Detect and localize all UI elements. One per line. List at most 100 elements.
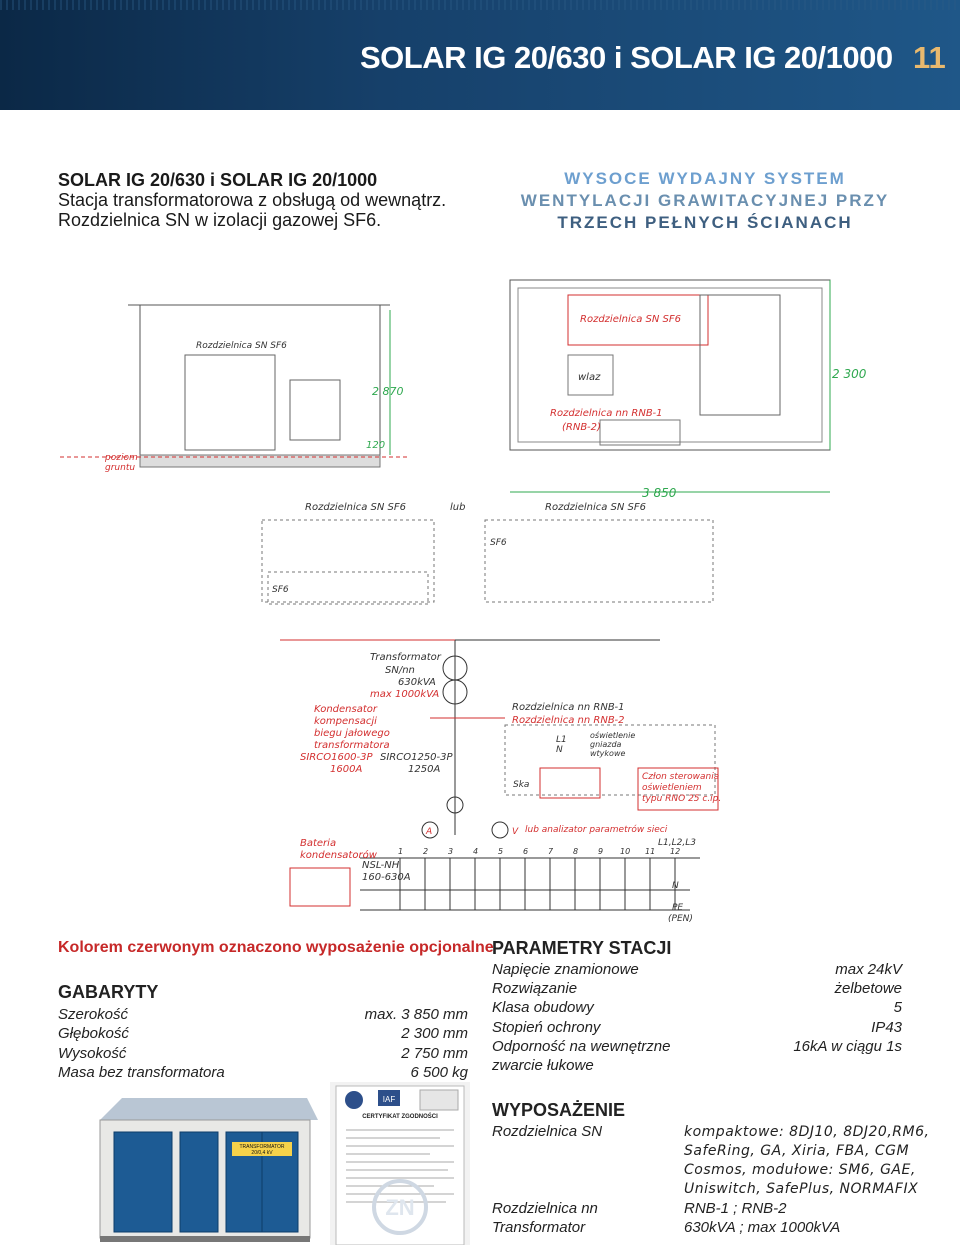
header-banner (0, 0, 960, 110)
intro-text: SOLAR IG 20/630 i SOLAR IG 20/1000 Stacj… (58, 170, 446, 230)
depth-dimension: 2 300 (832, 367, 867, 381)
feeder-number: 8 (573, 847, 578, 856)
ventilation-line-3: TRZECH PEŁNYCH ŚCIANACH (557, 213, 853, 232)
banner-texture (0, 0, 960, 10)
schematic-sn-left (261, 519, 435, 603)
feeder-number: 10 (620, 847, 630, 856)
sf6-label-left: SF6 (272, 585, 289, 595)
schematic-or-label: lub (450, 502, 465, 513)
feeder-number: 4 (473, 847, 478, 856)
dimension-value: max. 3 850 mm (364, 1006, 468, 1023)
transformer-label-3: 630kVA (398, 677, 436, 688)
sirco1250-current: 1250A (408, 764, 440, 775)
equipment-nn-value: RNB-1 ; RNB-2 (684, 1200, 787, 1217)
equipment-transformer-label: Transformator (492, 1219, 586, 1236)
transformer-label-2: SN/nn (385, 665, 415, 676)
dimension-label: Masa bez transformatora (58, 1064, 225, 1081)
section-switchgear-label: Rozdzielnica SN SF6 (196, 341, 287, 351)
ground-label-1: poziom (104, 453, 138, 463)
l123-label: L1,L2,L3 (658, 838, 696, 848)
dimension-value: 2 300 mm (401, 1025, 468, 1042)
schematic-sn-right-label: Rozdzielnica SN SF6 (545, 502, 646, 513)
section-view-outline (139, 304, 381, 456)
intro-line-3: Rozdzielnica SN w izolacji gazowej SF6. (58, 210, 382, 230)
n-bus-label: N (672, 881, 679, 891)
dimensions-heading: GABARYTY (58, 982, 159, 1002)
parameter-value: 16kA w ciągu 1s (793, 1038, 902, 1055)
photo-sign-line-1: TRANSFORMATOR (239, 1144, 284, 1150)
equipment-transformer-value: 630kVA ; max 1000kVA (684, 1219, 841, 1236)
feeder-number: 9 (598, 847, 603, 856)
plan-view-outline (509, 279, 831, 451)
n-label: N (556, 745, 563, 755)
battery-label-1: Bateria (300, 838, 336, 849)
dimension-label: Wysokość (58, 1045, 127, 1062)
ventilation-line-2: WENTYLACJI GRAWITACYJNEJ PRZY (520, 191, 890, 210)
control-label-3: typu RNO 25 c.ip. (642, 794, 721, 804)
equipment-sn-value: kompaktowe: 8DJ10, 8DJ20,RM6, (684, 1124, 930, 1140)
parameter-value: żelbetowe (834, 980, 902, 997)
parameter-value: 5 (893, 999, 902, 1016)
ammeter-label: A (425, 827, 432, 837)
analyzer-label: lub analizator parametrów sieci (525, 824, 668, 835)
capacitor-label-1: Kondensator (314, 704, 378, 715)
ground-label-2: gruntu (105, 463, 135, 473)
dimension-value: 6 500 kg (410, 1064, 468, 1081)
feeder-number: 6 (523, 847, 528, 856)
certificate-logo-text: IAF (383, 1095, 396, 1104)
equipment-sn-value: Cosmos, modułowe: SM6, GAE, (684, 1162, 916, 1178)
certificate-watermark: ZN (385, 1195, 414, 1220)
feeder-number: 3 (448, 847, 453, 856)
l1-label: L1 (556, 735, 567, 745)
photo-sign-line-2: 20/0,4 kV (251, 1150, 273, 1156)
parameter-label: Rozwiązanie (492, 980, 578, 997)
dimension-label: Szerokość (58, 1006, 129, 1023)
sirco1600-current: 1600A (330, 764, 362, 775)
technical-drawing: Rozdzielnica SN SF6 poziom gruntu 2 870 … (60, 279, 867, 924)
certificate-image: IAF CERTYFIKAT ZGODNOŚCI ZN (330, 1082, 470, 1245)
parameter-label: Stopień ochrony (492, 1019, 601, 1036)
certificate-title: CERTYFIKAT ZGODNOŚCI (362, 1113, 438, 1120)
capacitor-label-2: kompensacji (314, 716, 377, 727)
parameter-value: IP43 (871, 1019, 902, 1036)
feeder-number: 12 (670, 847, 680, 856)
nsl-label-1: NSL-NH (362, 860, 400, 871)
plan-switchgear-label: Rozdzielnica SN SF6 (580, 314, 681, 325)
parameter-label: zwarcie łukowe (492, 1057, 594, 1074)
feeder-number: 7 (548, 847, 554, 856)
page-title: SOLAR IG 20/630 i SOLAR IG 20/1000 (360, 40, 893, 75)
equipment-nn-label: Rozdzielnica nn (492, 1200, 598, 1217)
lighting-label-3: wtykowe (590, 749, 625, 758)
parameter-value: max 24kV (835, 961, 902, 978)
battery-label-2: kondensatorów (300, 849, 378, 861)
parameter-label: Odporność na wewnętrzne (492, 1038, 671, 1055)
control-label-2: oświetleniem (642, 782, 702, 793)
pe-label-1: PE (672, 903, 683, 913)
plan-lv-label-2: (RNB-2) (562, 422, 601, 433)
voltmeter-label: V (512, 827, 519, 837)
ventilation-heading: WYSOCE WYDAJNY SYSTEM WENTYLACJI GRAWITA… (505, 168, 905, 234)
feeder-number: 5 (498, 847, 503, 856)
parameters-heading: PARAMETRY STACJI (492, 938, 672, 958)
dimension-value: 2 750 mm (401, 1045, 468, 1062)
optional-equipment-note: Kolorem czerwonym oznaczono wyposażenie … (58, 939, 494, 956)
plan-entrance-label: wlaz (578, 372, 601, 383)
ventilation-line-1: WYSOCE WYDAJNY SYSTEM (564, 169, 846, 188)
capacitor-label-4: transformatora (314, 740, 390, 751)
lighting-label-1: oświetlenie (590, 730, 635, 740)
schematic-sn-left-label: Rozdzielnica SN SF6 (305, 502, 406, 513)
sirco1250-label: SIRCO1250-3P (380, 752, 454, 763)
sirco1600-label: SIRCO1600-3P (300, 752, 374, 763)
equipment-heading: WYPOSAŻENIE (492, 1100, 626, 1120)
schematic-sn-right (484, 519, 714, 603)
parameter-label: Napięcie znamionowe (492, 961, 639, 978)
plan-lv-label-1: Rozdzielnica nn RNB-1 (550, 408, 662, 419)
parameter-label: Klasa obudowy (492, 999, 594, 1016)
intro-title: SOLAR IG 20/630 i SOLAR IG 20/1000 (58, 170, 378, 190)
ska-label: Ska (513, 780, 529, 790)
page-number: 11 (913, 40, 946, 75)
transformer-label-1: Transformator (370, 652, 442, 663)
lighting-label-2: gniazda (590, 740, 622, 749)
lv-switchgear-label-1: Rozdzielnica nn RNB-1 (512, 702, 624, 713)
feeder-number: 1 (398, 847, 403, 856)
